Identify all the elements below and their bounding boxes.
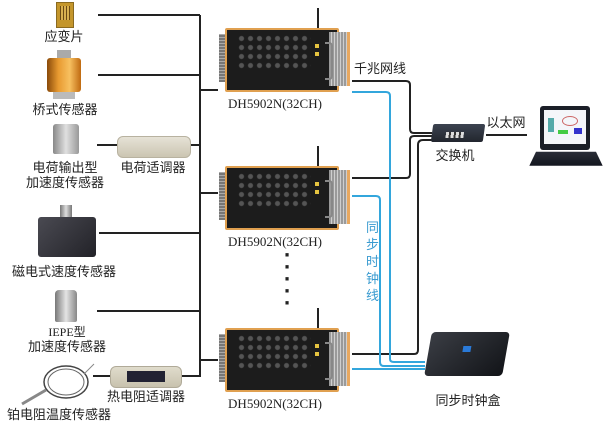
- sync-line-2: [352, 195, 425, 367]
- iepe-accelerometer-icon: [55, 290, 77, 322]
- strain-gauge-icon: [56, 2, 74, 28]
- daq-unit-3-label: DH5902N(32CH): [228, 396, 322, 411]
- charge-conditioner-label: 电荷适调器: [120, 161, 186, 176]
- daq-unit-3: [215, 308, 350, 395]
- sync-clock-box-label: 同步时钟盒: [435, 394, 501, 409]
- sync-cable-label: 同 步 时 钟 线: [366, 220, 380, 305]
- sync-clock-box-icon: [424, 332, 510, 376]
- bridge-sensor-icon: [47, 50, 83, 100]
- daq-unit-2: [215, 146, 350, 233]
- ethernet-label: 以太网: [486, 116, 526, 131]
- platinum-rtd-sensor-label: 铂电阻温度传感器: [6, 408, 111, 423]
- laptop-icon: [540, 106, 590, 150]
- charge-accelerometer-label: 电荷输出型 加速度传感器: [20, 161, 110, 191]
- switch-icon: [430, 124, 486, 142]
- sync-line-1: [352, 91, 425, 363]
- label-line: 加速度传感器: [25, 176, 104, 191]
- bridge-sensor-label: 桥式传感器: [32, 103, 98, 118]
- antenna-icon: [317, 146, 319, 168]
- net-line-1: [352, 80, 432, 134]
- net-line-2: [352, 135, 432, 179]
- daq-unit-2-label: DH5902N(32CH): [228, 234, 322, 249]
- sync-clock-lines: [352, 91, 425, 370]
- charge-accelerometer-icon: [53, 124, 79, 154]
- sync-label-char: 时: [366, 255, 380, 270]
- charge-conditioner-icon: [117, 136, 191, 158]
- daq-unit-1: [215, 8, 350, 95]
- magnetoelectric-sensor-label: 磁电式速度传感器: [11, 265, 116, 280]
- strain-gauge-label: 应变片: [44, 30, 84, 45]
- platinum-rtd-sensor-icon: [21, 363, 95, 406]
- label-line: 加速度传感器: [27, 340, 106, 355]
- antenna-icon: [317, 8, 319, 30]
- net-line-3: [352, 139, 432, 355]
- label-line: IEPE型: [48, 325, 86, 339]
- iepe-accelerometer-label: IEPE型 加速度传感器: [22, 325, 112, 355]
- sync-label-char: 线: [366, 289, 380, 304]
- rtd-conditioner-label: 热电阻适调器: [106, 390, 185, 405]
- rtd-conditioner-icon: [110, 366, 182, 388]
- label-line: 电荷输出型: [32, 161, 98, 176]
- gigabit-cable-label: 千兆网线: [354, 62, 407, 77]
- gigabit-lines: [352, 80, 527, 355]
- sync-label-char: 钟: [366, 272, 380, 287]
- sync-label-char: 步: [366, 238, 380, 253]
- antenna-icon: [317, 308, 319, 330]
- sensor-bus: [93, 14, 218, 377]
- ellipsis-vertical: ·····: [283, 245, 291, 314]
- magnetoelectric-sensor-icon: [36, 205, 98, 257]
- switch-label: 交换机: [435, 149, 475, 164]
- daq-unit-1-label: DH5902N(32CH): [228, 96, 322, 111]
- sync-label-char: 同: [366, 221, 380, 236]
